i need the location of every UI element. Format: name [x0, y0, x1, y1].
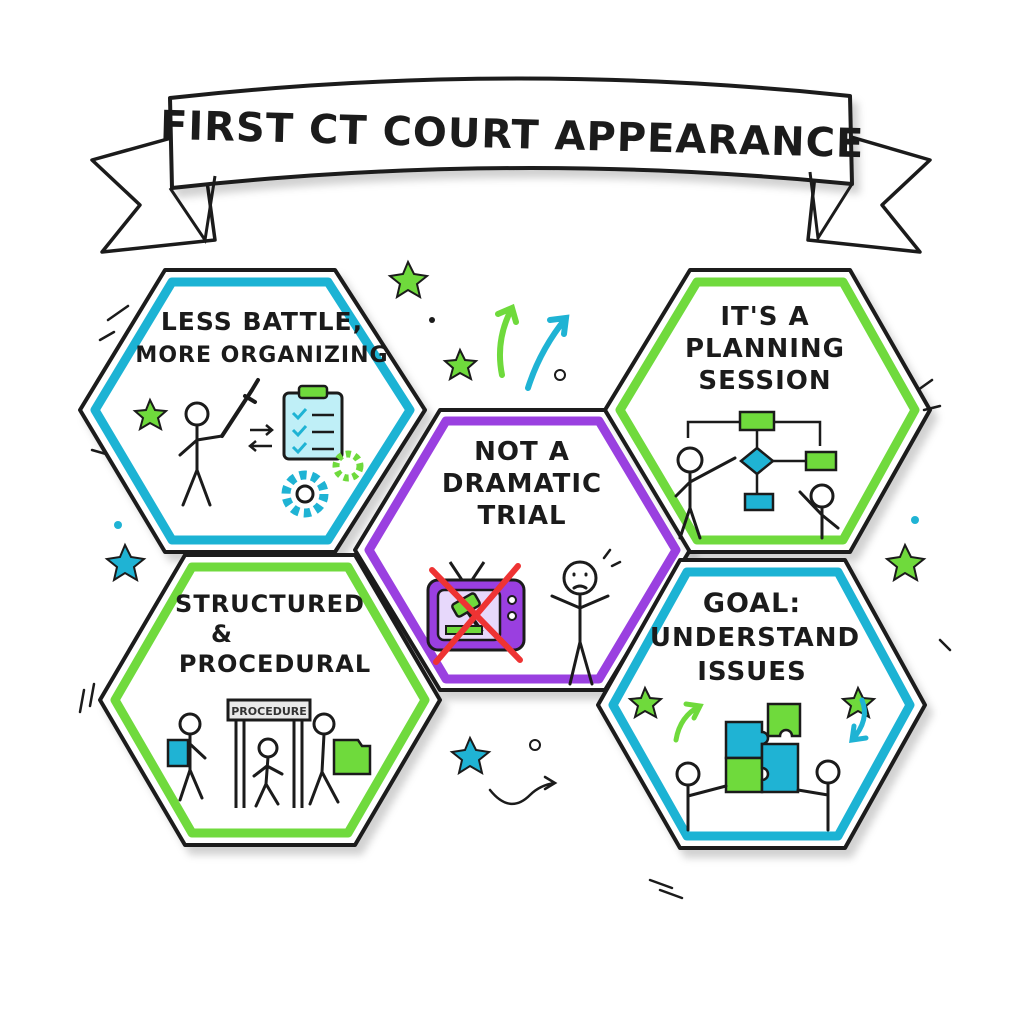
sword-icon: [220, 378, 260, 438]
cell-line: TRIAL: [477, 501, 566, 531]
person-with-sword-icon: [178, 378, 260, 507]
listener-person-icon: [798, 483, 840, 540]
folder-carrier-person-icon: [308, 712, 372, 806]
cell-line: LESS BATTLE,: [161, 307, 363, 336]
cell-text-not-dramatic: NOT A DRAMATIC TRIAL: [442, 437, 602, 531]
arrow-icon: [849, 697, 869, 743]
decorations: [78, 259, 952, 900]
red-x-icon: [429, 563, 523, 665]
clipboard-icon: [282, 384, 344, 461]
cell-line: GOAL:: [703, 588, 801, 619]
star-icon: [449, 735, 492, 776]
collaborator-left-icon: [675, 761, 728, 832]
dot: [114, 521, 122, 529]
presenter-person-icon: [674, 446, 737, 540]
cell-line: &: [211, 620, 233, 648]
collaborator-right-icon: [796, 759, 841, 832]
arrow-icon: [673, 701, 704, 743]
star-icon: [387, 259, 430, 300]
title-banner: FIRST CT COURT APPEARANCE: [90, 76, 932, 254]
cell-line: STRUCTURED: [175, 590, 365, 618]
banner-fold-right: [808, 171, 854, 243]
gear-icon: [281, 450, 364, 518]
cell-line: MORE ORGANIZING: [135, 343, 388, 368]
gate-sign: PROCEDURE: [231, 705, 307, 718]
motion-lines: [78, 304, 952, 900]
dot: [429, 317, 435, 323]
cell-line: NOT A: [474, 437, 570, 467]
center-person-icon: [252, 737, 284, 808]
banner-fold-left: [168, 175, 217, 245]
folder-icon: [332, 738, 372, 776]
cell-line: SESSION: [698, 366, 831, 396]
cell-text-less-battle: LESS BATTLE, MORE ORGANIZING: [135, 307, 388, 368]
cell-text-planning: IT'S A PLANNING SESSION: [685, 302, 845, 396]
gate-icon: PROCEDURE: [226, 698, 312, 808]
cell-line: UNDERSTAND: [650, 623, 860, 653]
cell-line: PROCEDURAL: [179, 650, 371, 678]
arrow-icon: [495, 303, 519, 378]
exchange-arrows-icon: [248, 424, 274, 452]
confused-person-icon: [550, 548, 622, 686]
star-icon: [104, 542, 147, 583]
walking-person-icon: [166, 712, 207, 802]
hex-less-battle: [78, 268, 427, 554]
flowchart-icon: [686, 410, 838, 512]
arrow-icon: [525, 314, 570, 391]
star-icon: [442, 347, 479, 382]
star-icon: [884, 542, 927, 583]
cell-line: IT'S A: [720, 302, 809, 332]
cell-line: DRAMATIC: [442, 469, 602, 499]
cell-text-structured: STRUCTURED & PROCEDURAL: [175, 590, 371, 678]
arrow-icon: [488, 775, 558, 805]
cell-line: ISSUES: [697, 657, 807, 687]
dot: [554, 369, 566, 381]
puzzle-icon: [724, 702, 802, 794]
dot: [529, 739, 541, 751]
cell-line: PLANNING: [685, 334, 845, 364]
cell-text-goal: GOAL: UNDERSTAND ISSUES: [650, 588, 860, 687]
star-icon: [132, 397, 169, 432]
dot: [911, 516, 919, 524]
star-icon: [627, 685, 664, 720]
